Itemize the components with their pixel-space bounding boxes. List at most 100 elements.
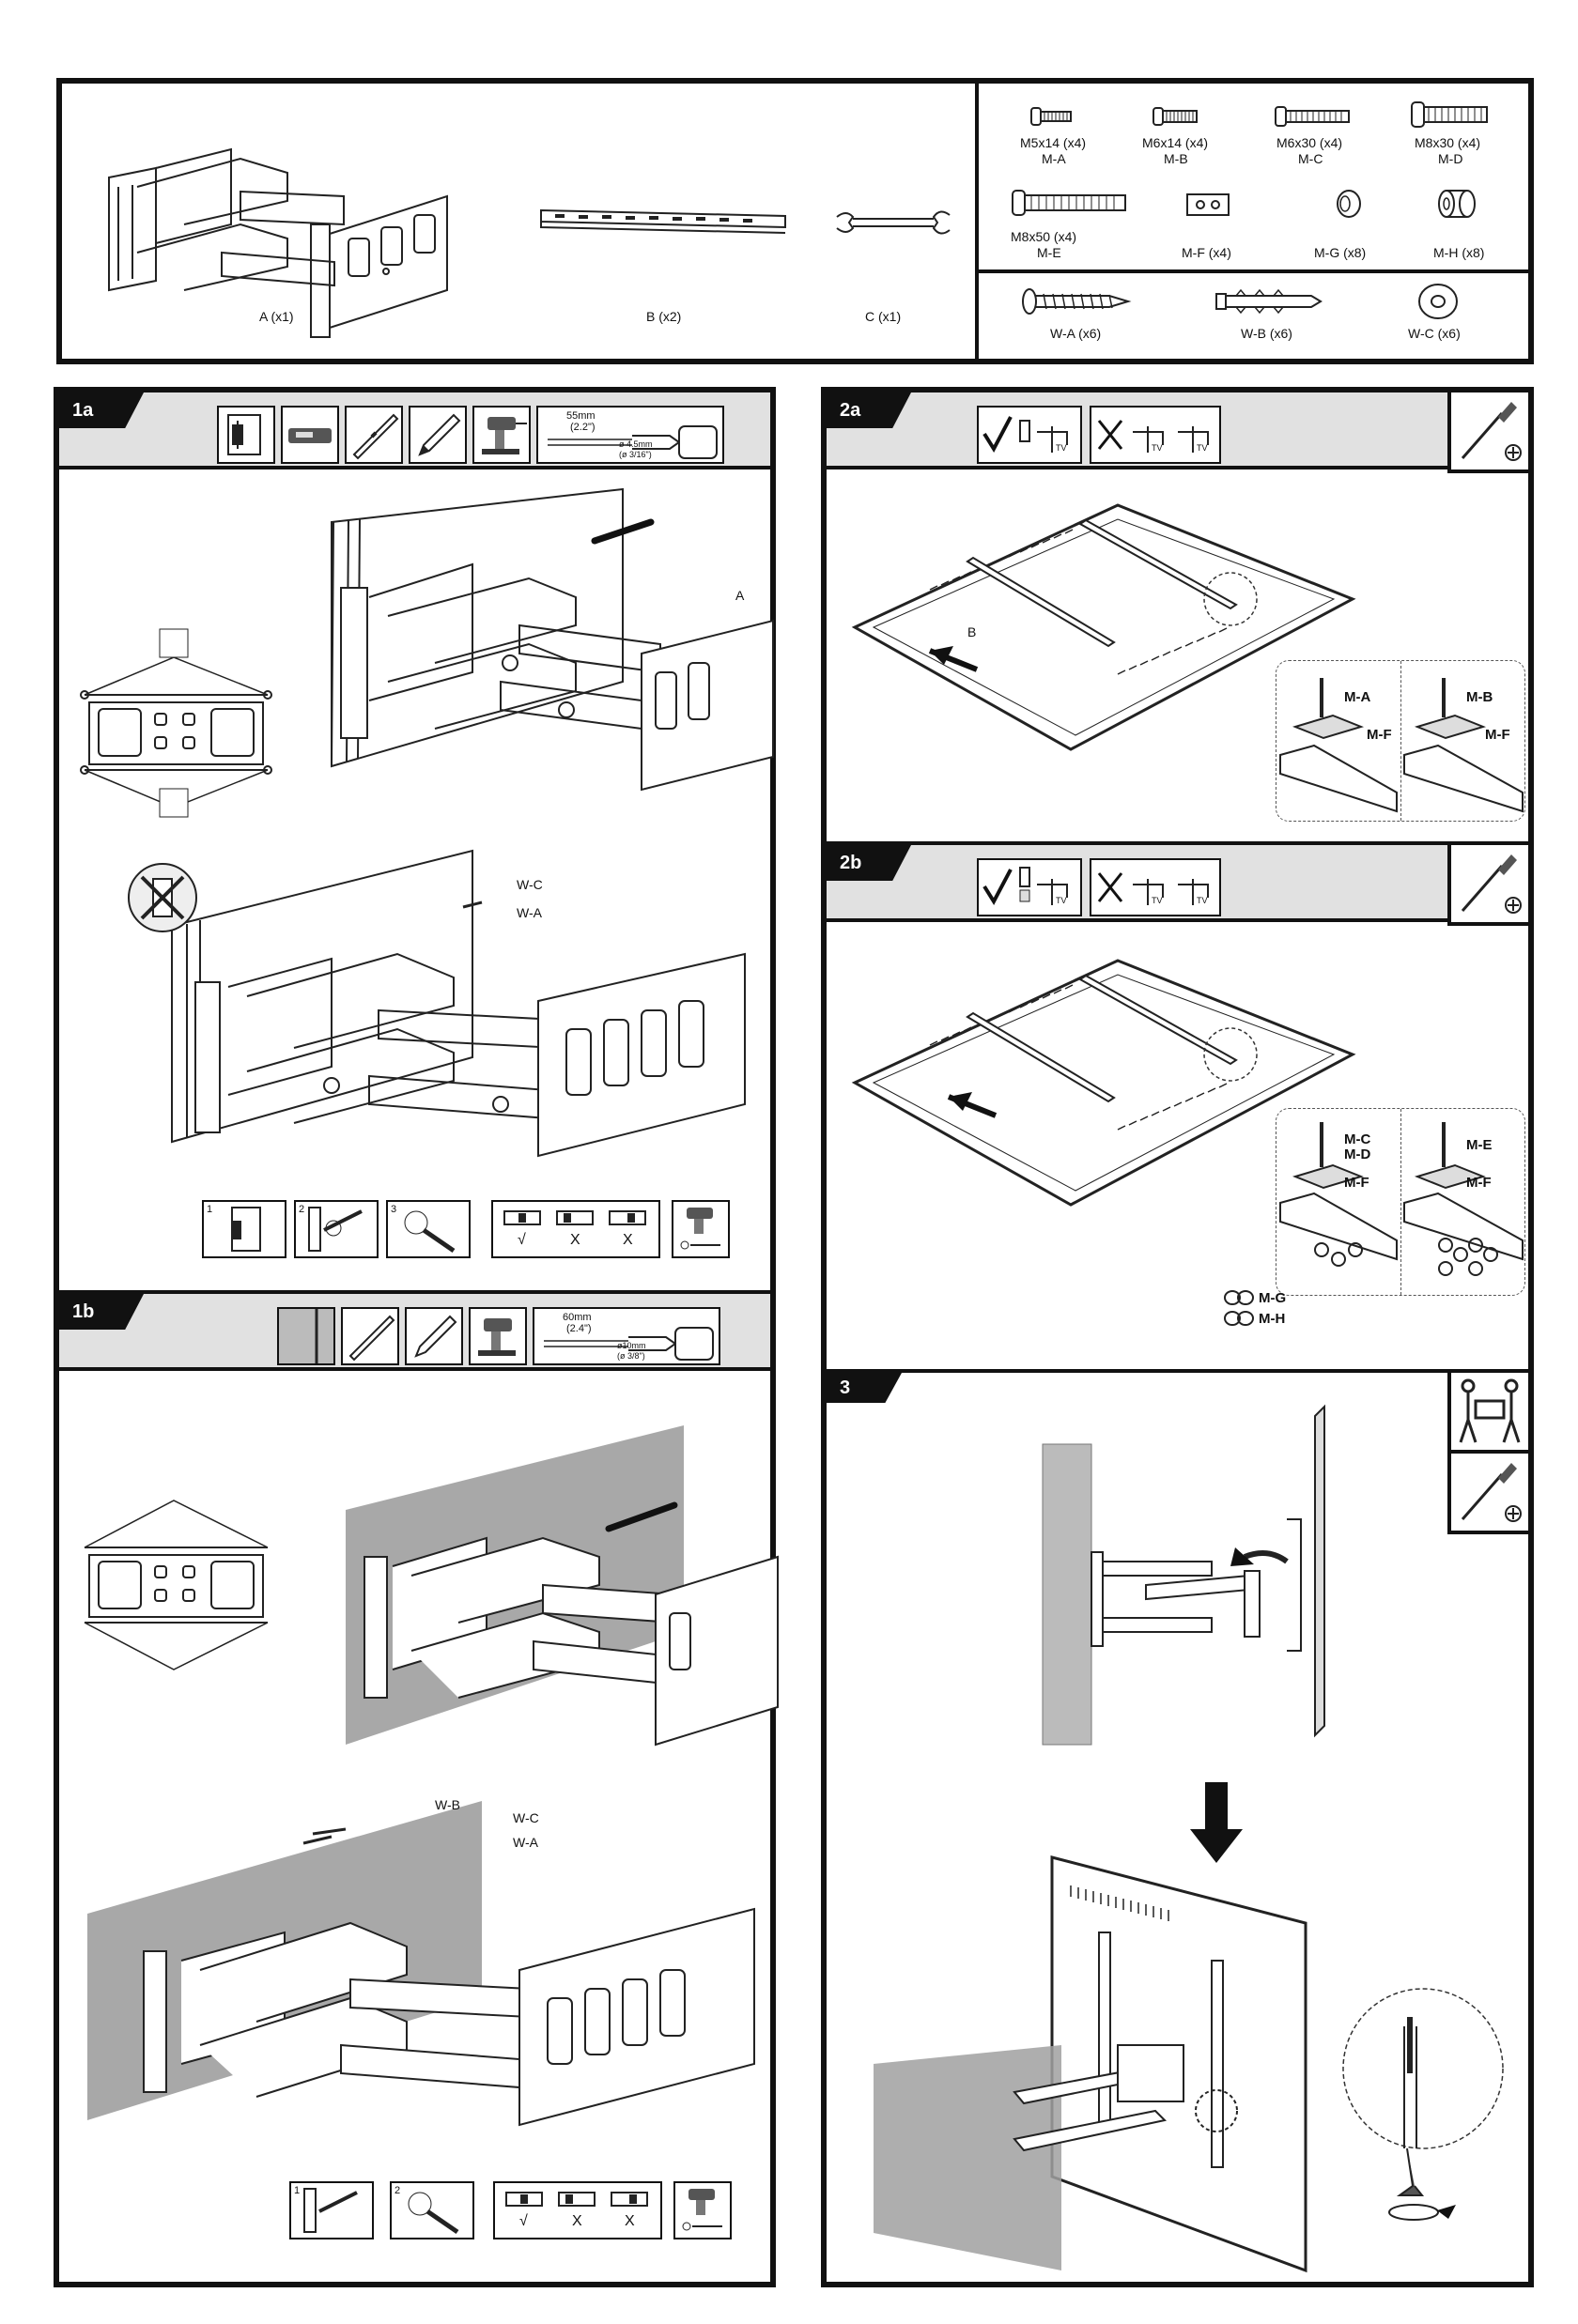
- step-2b-right-screw-label: M-E: [1466, 1137, 1493, 1153]
- dim-1b-top-in: (2.4"): [566, 1323, 592, 1334]
- step-1b-level-bad-2: X: [625, 2213, 635, 2229]
- step-1b-level-ok: √: [519, 2213, 528, 2229]
- step-1-panel: 1a 55mm (2.2") ø 4.5mm (ø 3/16"): [54, 387, 779, 2287]
- concrete-wall-icon: [277, 1307, 335, 1365]
- spacer-m-f-icon: [1186, 193, 1230, 216]
- step-1a-sub-2-num: 2: [299, 1204, 305, 1215]
- step-2b-right-spacer-label: M-F: [1466, 1175, 1492, 1191]
- screw-m-e-size: M8x50 (x4): [1011, 229, 1077, 244]
- part-a-label: A (x1): [259, 309, 294, 324]
- step-2b-correct-orientation-box: TV: [977, 858, 1082, 916]
- part-c-label: C (x1): [865, 309, 902, 324]
- part-b-label: B (x2): [646, 309, 682, 324]
- dim-1a-dia: ø 4.5mm: [619, 439, 653, 449]
- step-1a-template-diagram: [80, 628, 272, 818]
- two-person-lift-icon: [1447, 1373, 1528, 1454]
- no-anchor-circle: [128, 863, 197, 932]
- phillips-screwdriver-icon: [1447, 1454, 1528, 1534]
- step-1b-bubble-level-box: √ X X: [493, 2181, 662, 2239]
- step-2b-divider: [827, 841, 1528, 845]
- step-2b-wrong-orientation-box: TV TV: [1090, 858, 1221, 916]
- screw-m-b-size: M6x14 (x4): [1142, 135, 1209, 150]
- step-3-divider: [827, 1369, 1528, 1373]
- part-c-wrench-illustration: [836, 210, 951, 235]
- step-3-tag: 3: [827, 1373, 902, 1403]
- washer-m-g-icon: [1337, 190, 1361, 218]
- pencil-icon: [409, 406, 467, 464]
- step-2a-right-screw-label: M-B: [1466, 689, 1493, 705]
- step-1b-sub-2: 2: [390, 2181, 474, 2239]
- step-3-hang-tv-side-view: [1042, 1404, 1325, 1746]
- step-1b-wc-label: W-C: [513, 1810, 539, 1825]
- step-1b-sub-1: 1: [289, 2181, 374, 2239]
- parts-divider-vertical: [975, 84, 979, 359]
- step-2a-left-screw-label: M-A: [1344, 689, 1371, 705]
- spirit-level-icon: [341, 1307, 399, 1365]
- pencil-icon: [405, 1307, 463, 1365]
- step-2a-part-b-label: B: [967, 624, 977, 639]
- stud-finder-device-icon: [281, 406, 339, 464]
- step-2b-hardware-detail-box: M-C M-D M-F M-E M-F: [1276, 1108, 1525, 1296]
- parts-list-panel: A (x1) B (x2) C (x1) M5x14 (x4) M-A M: [56, 78, 1534, 364]
- step-1a-sub-3-num: 3: [391, 1204, 397, 1215]
- dim-1a-dia-in: (ø 3/16"): [619, 450, 652, 459]
- step-2b-tv-label-1: TV: [1056, 896, 1067, 905]
- phillips-screwdriver-icon: [1447, 845, 1528, 926]
- step-1b-tag: 1b: [59, 1294, 144, 1330]
- screw-m-d-size: M8x30 (x4): [1415, 135, 1481, 150]
- dim-1b-top: 60mm: [563, 1312, 592, 1323]
- step-2a-left-spacer-label: M-F: [1367, 727, 1392, 743]
- step-1b-wb-label: W-B: [435, 1797, 460, 1812]
- step-1a-wood-wall-mount-illustration: [331, 487, 774, 792]
- step-2a-detail-divider: [1400, 661, 1401, 821]
- step-2a-correct-orientation-box: TV: [977, 406, 1082, 464]
- dim-1a-top-in: (2.2"): [570, 422, 596, 433]
- part-a-wall-arm-illustration: [108, 147, 448, 338]
- step-1a-sub-3: 3: [386, 1200, 471, 1258]
- drill-icon: [472, 406, 531, 464]
- step-1b-sub-2-num: 2: [394, 2185, 401, 2196]
- spacer-m-h-icon: [1438, 190, 1476, 218]
- step-2b-left-spacer-label: M-F: [1344, 1175, 1369, 1191]
- step-2b-detail-divider: [1400, 1109, 1401, 1295]
- dim-1a-top: 55mm: [566, 410, 596, 422]
- step-1b-sub-1-num: 1: [294, 2185, 301, 2196]
- screw-m-c-icon: [1275, 106, 1350, 127]
- screw-m-c-code: M-C: [1298, 151, 1323, 166]
- step-1b-concrete-wall-mount-illustration: [346, 1425, 779, 1747]
- step-1a-sub-2: 2: [294, 1200, 379, 1258]
- step-2a-tv-label-3: TV: [1197, 443, 1208, 453]
- step-2b-tv-label-2: TV: [1152, 896, 1163, 905]
- washer-m-g-label: M-G (x8): [1314, 245, 1367, 260]
- step-2b-tv-back-rails-illustration: [851, 959, 1356, 1207]
- w-a-label: W-A (x6): [1050, 326, 1102, 341]
- step-1a-level-bad-1: X: [570, 1232, 580, 1248]
- step-1b-anchor-install-illustration: [87, 1801, 755, 2127]
- step-1b-divider: [59, 1290, 770, 1294]
- screw-m-d-icon: [1411, 101, 1488, 128]
- step-1a-install-screws-illustration: [128, 849, 746, 1158]
- step-1a-sub-1: 1: [202, 1200, 286, 1258]
- step-1a-part-a-label: A: [735, 588, 745, 603]
- step-2a-tv-label-2: TV: [1152, 443, 1163, 453]
- phillips-screwdriver-icon: [1447, 392, 1528, 473]
- screw-m-a-code: M-A: [1042, 151, 1066, 166]
- parts-divider-horizontal: [979, 269, 1528, 273]
- step-3-mounted-tv-illustration: [874, 1855, 1504, 2273]
- step-3-down-arrow: [1190, 1782, 1243, 1863]
- step-1a-wc-label: W-C: [517, 877, 543, 892]
- w-c-label: W-C (x6): [1408, 326, 1461, 341]
- step-2-3-panel: 2a TV TV TV B: [821, 387, 1534, 2287]
- step-2a-tv-label-1: TV: [1056, 443, 1067, 453]
- step-2b-left-screw-1-label: M-C: [1344, 1131, 1371, 1147]
- screw-m-a-size: M5x14 (x4): [1020, 135, 1087, 150]
- drill-bit-dimension-box: 55mm (2.2") ø 4.5mm (ø 3/16"): [536, 406, 724, 464]
- screw-m-b-icon: [1153, 107, 1198, 126]
- screw-m-e-icon: [1012, 190, 1126, 216]
- step-1b-drill-screwdriver-box: [673, 2181, 732, 2239]
- dim-1b-dia: ø10mm: [617, 1341, 646, 1350]
- wall-anchor-w-b-icon: [1215, 288, 1323, 315]
- step-2a-right-spacer-label: M-F: [1485, 727, 1510, 743]
- step-1a-level-bad-2: X: [623, 1232, 633, 1248]
- spacer-m-f-label: M-F (x4): [1182, 245, 1231, 260]
